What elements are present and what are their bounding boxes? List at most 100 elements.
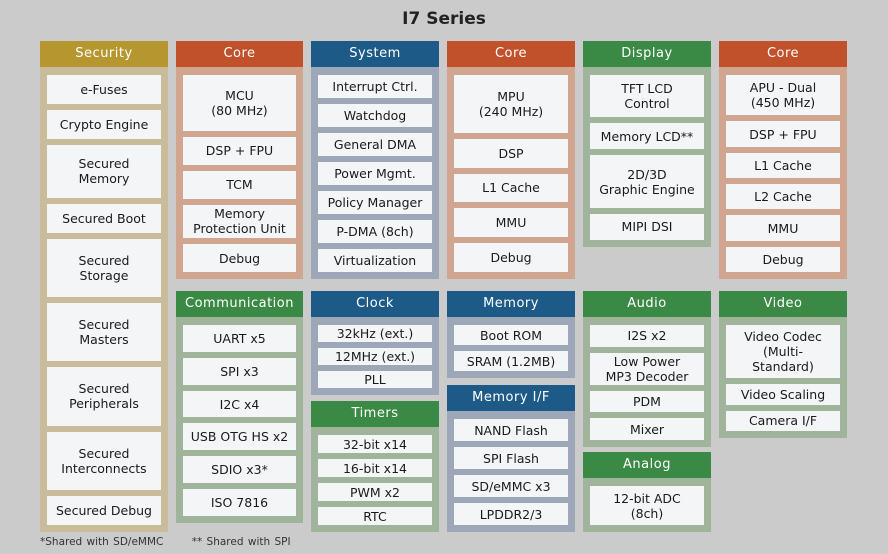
component-box: LPDDR2/3	[454, 503, 568, 525]
footnote-sdio: *Shared with SD/eMMC	[40, 536, 164, 548]
block-header: Audio	[583, 291, 711, 317]
block-body: UART x5 SPI x3 I2C x4 USB OTG HS x2 SDIO x3*…	[176, 317, 303, 523]
component-box: Secured Masters	[47, 303, 161, 362]
component-box: Debug	[183, 244, 296, 273]
block-body: 12-bit ADC (8ch)	[583, 478, 711, 532]
component-box: Policy Manager	[318, 191, 432, 214]
block-header: Analog	[583, 452, 711, 478]
component-box: Secured Boot	[47, 203, 161, 233]
component-box: TCM	[183, 170, 296, 199]
component-box: MMU	[726, 215, 840, 241]
component-box: Debug	[726, 246, 840, 272]
component-box: SRAM (1.2MB)	[454, 351, 568, 371]
block-header: Clock	[311, 291, 439, 317]
component-box: L1 Cache	[454, 173, 568, 203]
component-box: Secured Memory	[47, 145, 161, 198]
block-header: Display	[583, 41, 711, 67]
component-box: Debug	[454, 243, 568, 272]
component-box: I2C x4	[183, 390, 296, 418]
block-body: MCU (80 MHz) DSP + FPU TCM Memory Protectio…	[176, 67, 303, 279]
component-box: Interrupt Ctrl.	[318, 75, 432, 98]
component-box: DSP	[454, 138, 568, 168]
component-box: 2D/3D Graphic Engine	[590, 155, 704, 208]
block-header: Core	[447, 41, 575, 67]
component-box: RTC	[318, 507, 432, 525]
block-header: Core	[176, 41, 303, 67]
component-box: 32-bit x14	[318, 435, 432, 453]
component-box: TFT LCD Control	[590, 75, 704, 117]
component-box: PLL	[318, 371, 432, 388]
diagram-title: I7 Series	[402, 9, 486, 29]
component-box: P-DMA (8ch)	[318, 220, 432, 243]
component-box: DSP + FPU	[726, 121, 840, 147]
block-header: Memory I/F	[447, 385, 575, 411]
component-box: NAND Flash	[454, 419, 568, 441]
component-box: L2 Cache	[726, 184, 840, 210]
component-box: USB OTG HS x2	[183, 423, 296, 451]
component-box: Camera I/F	[726, 410, 840, 431]
component-box: 32kHz (ext.)	[318, 325, 432, 342]
footnote-memory-lcd: ** Shared with SPI	[191, 536, 291, 548]
component-box: 12MHz (ext.)	[318, 348, 432, 365]
component-box: DSP + FPU	[183, 136, 296, 165]
component-box: I2S x2	[590, 325, 704, 347]
component-box: Crypto Engine	[47, 110, 161, 140]
component-box: MIPI DSI	[590, 213, 704, 240]
component-box: Power Mgmt.	[318, 162, 432, 185]
block-header: Core	[719, 41, 847, 67]
component-box: Low Power MP3 Decoder	[590, 352, 704, 385]
component-box: SPI Flash	[454, 447, 568, 469]
component-box: Secured Peripherals	[47, 367, 161, 426]
block-body: Boot ROM SRAM (1.2MB)	[447, 317, 575, 378]
block-header: Communication	[176, 291, 303, 317]
component-box: Secured Storage	[47, 238, 161, 298]
block-header: System	[311, 41, 439, 67]
component-box: Memory Protection Unit	[183, 204, 296, 239]
component-box: SD/eMMC x3	[454, 475, 568, 497]
component-box: Video Scaling	[726, 384, 840, 405]
block-header: Timers	[311, 401, 439, 427]
component-box: MMU	[454, 208, 568, 238]
component-box: PDM	[590, 390, 704, 413]
component-box: e-Fuses	[47, 75, 161, 105]
component-box: Secured Debug	[47, 495, 161, 525]
component-box: L1 Cache	[726, 152, 840, 179]
component-box: UART x5	[183, 325, 296, 352]
component-box: SDIO x3*	[183, 456, 296, 484]
component-box: Mixer	[590, 418, 704, 441]
component-box: Video Codec (Multi- Standard)	[726, 325, 840, 379]
block-body: 32kHz (ext.) 12MHz (ext.) PLL	[311, 317, 439, 395]
component-box: Boot ROM	[454, 325, 568, 345]
component-box: Memory LCD**	[590, 123, 704, 150]
block-clock: Clock 32kHz (ext.) 12MHz (ext.) PLL	[311, 291, 439, 395]
component-box: MCU (80 MHz)	[183, 75, 296, 131]
component-box: Watchdog	[318, 104, 432, 127]
component-box: SPI x3	[183, 357, 296, 385]
block-header: Memory	[447, 291, 575, 317]
component-box: APU - Dual (450 MHz)	[726, 75, 840, 116]
block-body: Video Codec (Multi- Standard) Video Scali…	[719, 317, 847, 438]
component-box: Virtualization	[318, 249, 432, 272]
component-box: Secured Interconnects	[47, 431, 161, 490]
component-box: PWM x2	[318, 483, 432, 501]
component-box: General DMA	[318, 133, 432, 156]
